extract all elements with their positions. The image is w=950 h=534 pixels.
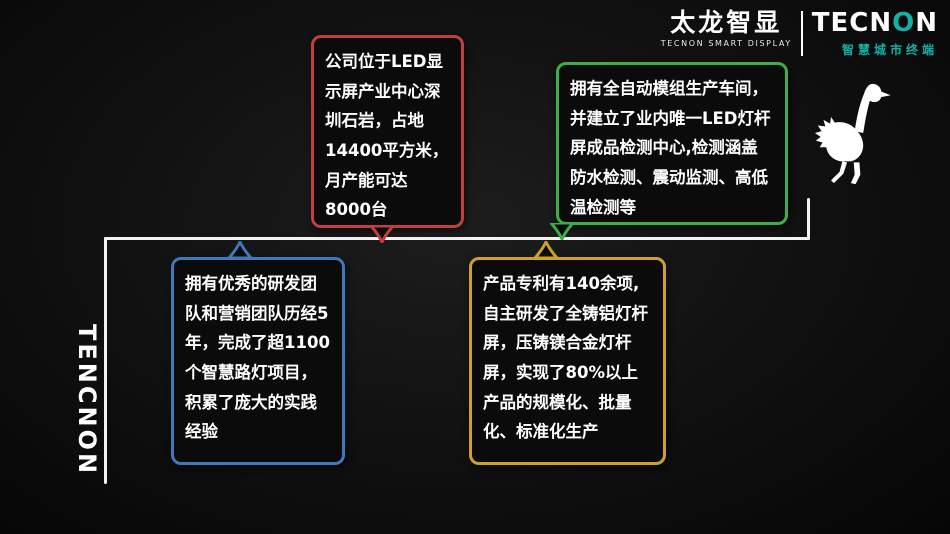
callout-patents-production-pointer (534, 241, 558, 258)
callout-factory-location: 公司位于LED显示屏产业中心深圳石岩，占地14400平方米，月产能可达8000台 (311, 35, 464, 228)
callout-factory-location-text: 公司位于LED显示屏产业中心深圳石岩，占地14400平方米，月产能可达8000台 (325, 52, 449, 220)
brand-cn-name: 太龙智显 (670, 8, 783, 37)
brand-logo-cn-block: 太龙智显 TECNON SMART DISPLAY (661, 9, 801, 58)
callout-team-experience-pointer (228, 241, 252, 258)
brand-cn-subtitle: TECNON SMART DISPLAY (660, 38, 792, 48)
callout-testing-center-text: 拥有全自动模组生产车间，并建立了业内唯一LED灯杆屏成品检测中心,检测涵盖防水检… (570, 79, 771, 217)
brand-en-name-o: O (892, 8, 916, 38)
logo-divider (800, 11, 803, 56)
timeline-left-vertical-line (104, 237, 107, 484)
brand-logo-en-block: TECNON 智慧城市终端 (803, 9, 938, 58)
brand-logo: 太龙智显 TECNON SMART DISPLAY TECNON 智慧城市终端 (661, 9, 938, 58)
callout-testing-center: 拥有全自动模组生产车间，并建立了业内唯一LED灯杆屏成品检测中心,检测涵盖防水检… (556, 62, 788, 225)
timeline-horizontal-line (104, 237, 810, 240)
brand-en-name-post: N (915, 8, 938, 38)
callout-patents-production-text: 产品专利有140余项,自主研发了全铸铝灯杆屏，压铸镁合金灯杆屏，实现了80%以上… (483, 274, 648, 442)
brand-en-subtitle: 智慧城市终端 (841, 42, 938, 57)
callout-patents-production: 产品专利有140余项,自主研发了全铸铝灯杆屏，压铸镁合金灯杆屏，实现了80%以上… (469, 257, 666, 465)
callout-factory-location-pointer (370, 226, 394, 243)
vertical-brand-label: TENCNON (73, 323, 101, 477)
callout-team-experience-text: 拥有优秀的研发团队和营销团队历经5年，完成了超1100个智慧路灯项目，积累了庞大… (185, 274, 330, 442)
timeline-right-vertical-line (807, 198, 810, 240)
brand-en-name: TECNON (812, 9, 938, 38)
callout-team-experience: 拥有优秀的研发团队和营销团队历经5年，完成了超1100个智慧路灯项目，积累了庞大… (171, 257, 345, 465)
ostrich-icon (806, 82, 892, 186)
brand-en-name-pre: TECN (811, 8, 893, 38)
callout-testing-center-pointer (550, 223, 574, 240)
